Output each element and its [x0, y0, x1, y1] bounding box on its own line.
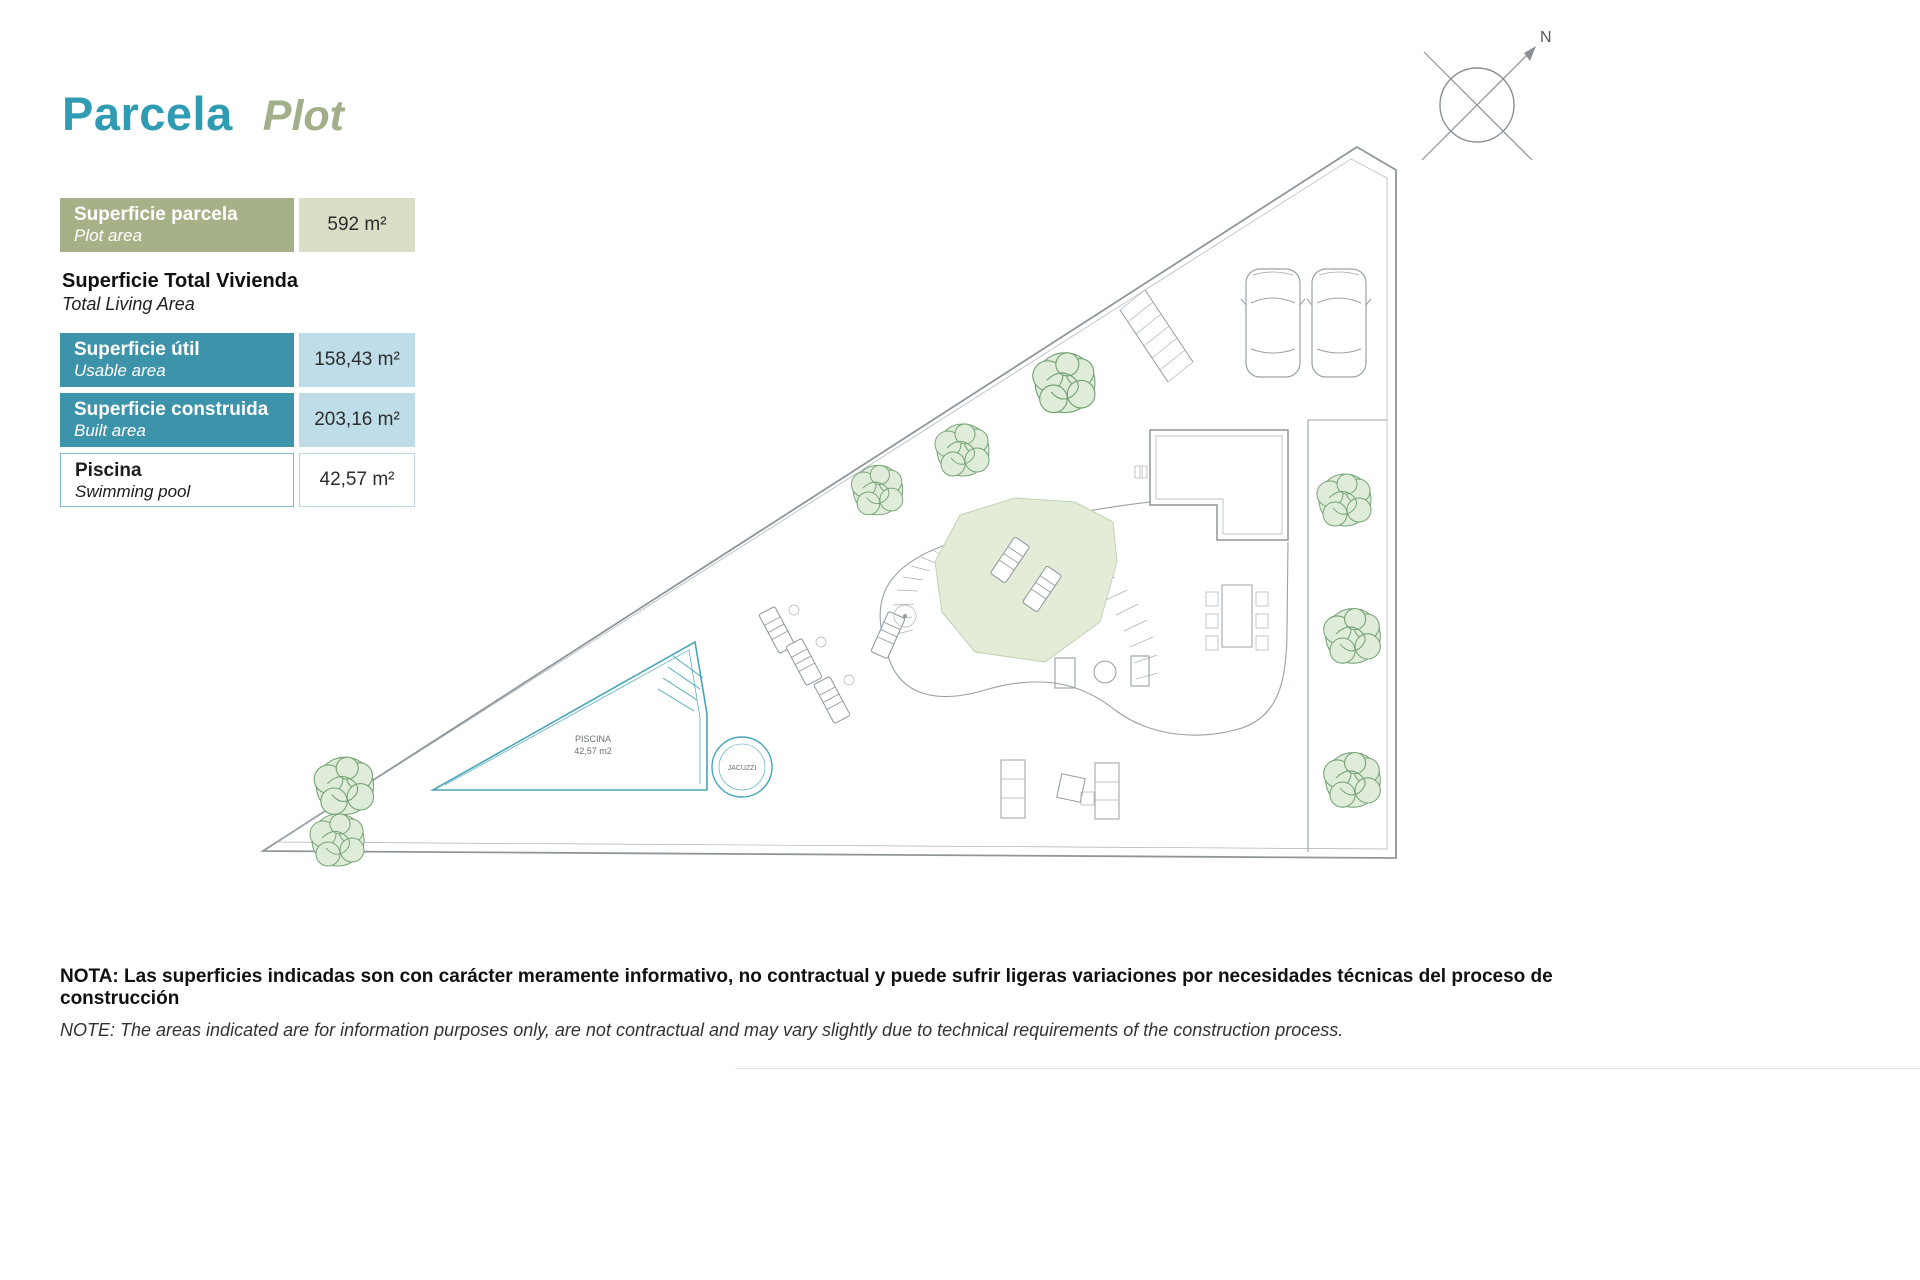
row-built-area: Superficie construida Built area 203,16 … [60, 393, 440, 447]
jacuzzi-label: JACUZZI [728, 765, 757, 772]
note-es: NOTA: Las superficies indicadas son con … [60, 966, 1553, 1009]
page-divider [735, 1068, 1920, 1069]
car-icon [1306, 268, 1372, 378]
lawn [934, 497, 1118, 663]
page-title-es: Parcela [62, 87, 233, 140]
area-table: Superficie parcela Plot area 592 m² Supe… [60, 198, 440, 513]
car-icon [1240, 268, 1306, 378]
usable-area-value: 158,43 m² [299, 333, 415, 387]
pool-loungers [758, 604, 917, 725]
pool-area-plan-label: 42,57 m2 [574, 746, 612, 756]
page-title-en: Plot [262, 92, 344, 140]
pool-steps [657, 655, 704, 712]
site-plan: PISCINA 42,57 m2 JACUZZI [259, 145, 1397, 867]
pool-area-value: 42,57 m² [299, 453, 415, 507]
parking-steps [1119, 289, 1194, 383]
tree-icon [850, 464, 904, 516]
side-path [1307, 419, 1387, 852]
note-en: NOTE: The areas indicated are for inform… [60, 1020, 1344, 1040]
plot-area-value: 592 m² [299, 198, 415, 252]
tree-icon [1032, 352, 1096, 414]
row-usable-area: Superficie útil Usable area 158,43 m² [60, 333, 440, 387]
tree-icon [1316, 473, 1372, 527]
lounge-set [1000, 759, 1120, 820]
usable-area-label: Superficie útil Usable area [60, 333, 294, 387]
total-living-area-heading: Superficie Total Vivienda Total Living A… [62, 270, 298, 314]
compass-icon: N [1421, 29, 1552, 161]
tree-icon [1323, 752, 1381, 808]
north-arrow-icon [1524, 46, 1536, 61]
built-area-label: Superficie construida Built area [60, 393, 294, 447]
pool-name-label: PISCINA [575, 734, 611, 744]
house [1134, 429, 1289, 541]
disclaimer-note: NOTA: Las superficies indicadas son con … [60, 966, 1620, 1041]
tree-icon [934, 423, 990, 477]
parasol-icon [893, 604, 917, 628]
tree-icon [309, 813, 365, 867]
row-plot-area: Superficie parcela Plot area 592 m² [60, 198, 440, 252]
dining-set [1205, 584, 1269, 651]
plot-area-label: Superficie parcela Plot area [60, 198, 294, 252]
compass-north-label: N [1540, 29, 1552, 46]
vent-icon [1134, 465, 1148, 479]
page-title: Parcela Plot [62, 86, 344, 141]
swimming-pool: PISCINA 42,57 m2 [429, 640, 708, 791]
built-area-value: 203,16 m² [299, 393, 415, 447]
row-pool-area: Piscina Swimming pool 42,57 m² [60, 453, 440, 507]
pool-area-label: Piscina Swimming pool [60, 453, 294, 507]
tree-icon [313, 756, 375, 815]
jacuzzi: JACUZZI [711, 736, 773, 798]
terrace-seating [1054, 655, 1150, 689]
tree-icon [1323, 608, 1381, 664]
